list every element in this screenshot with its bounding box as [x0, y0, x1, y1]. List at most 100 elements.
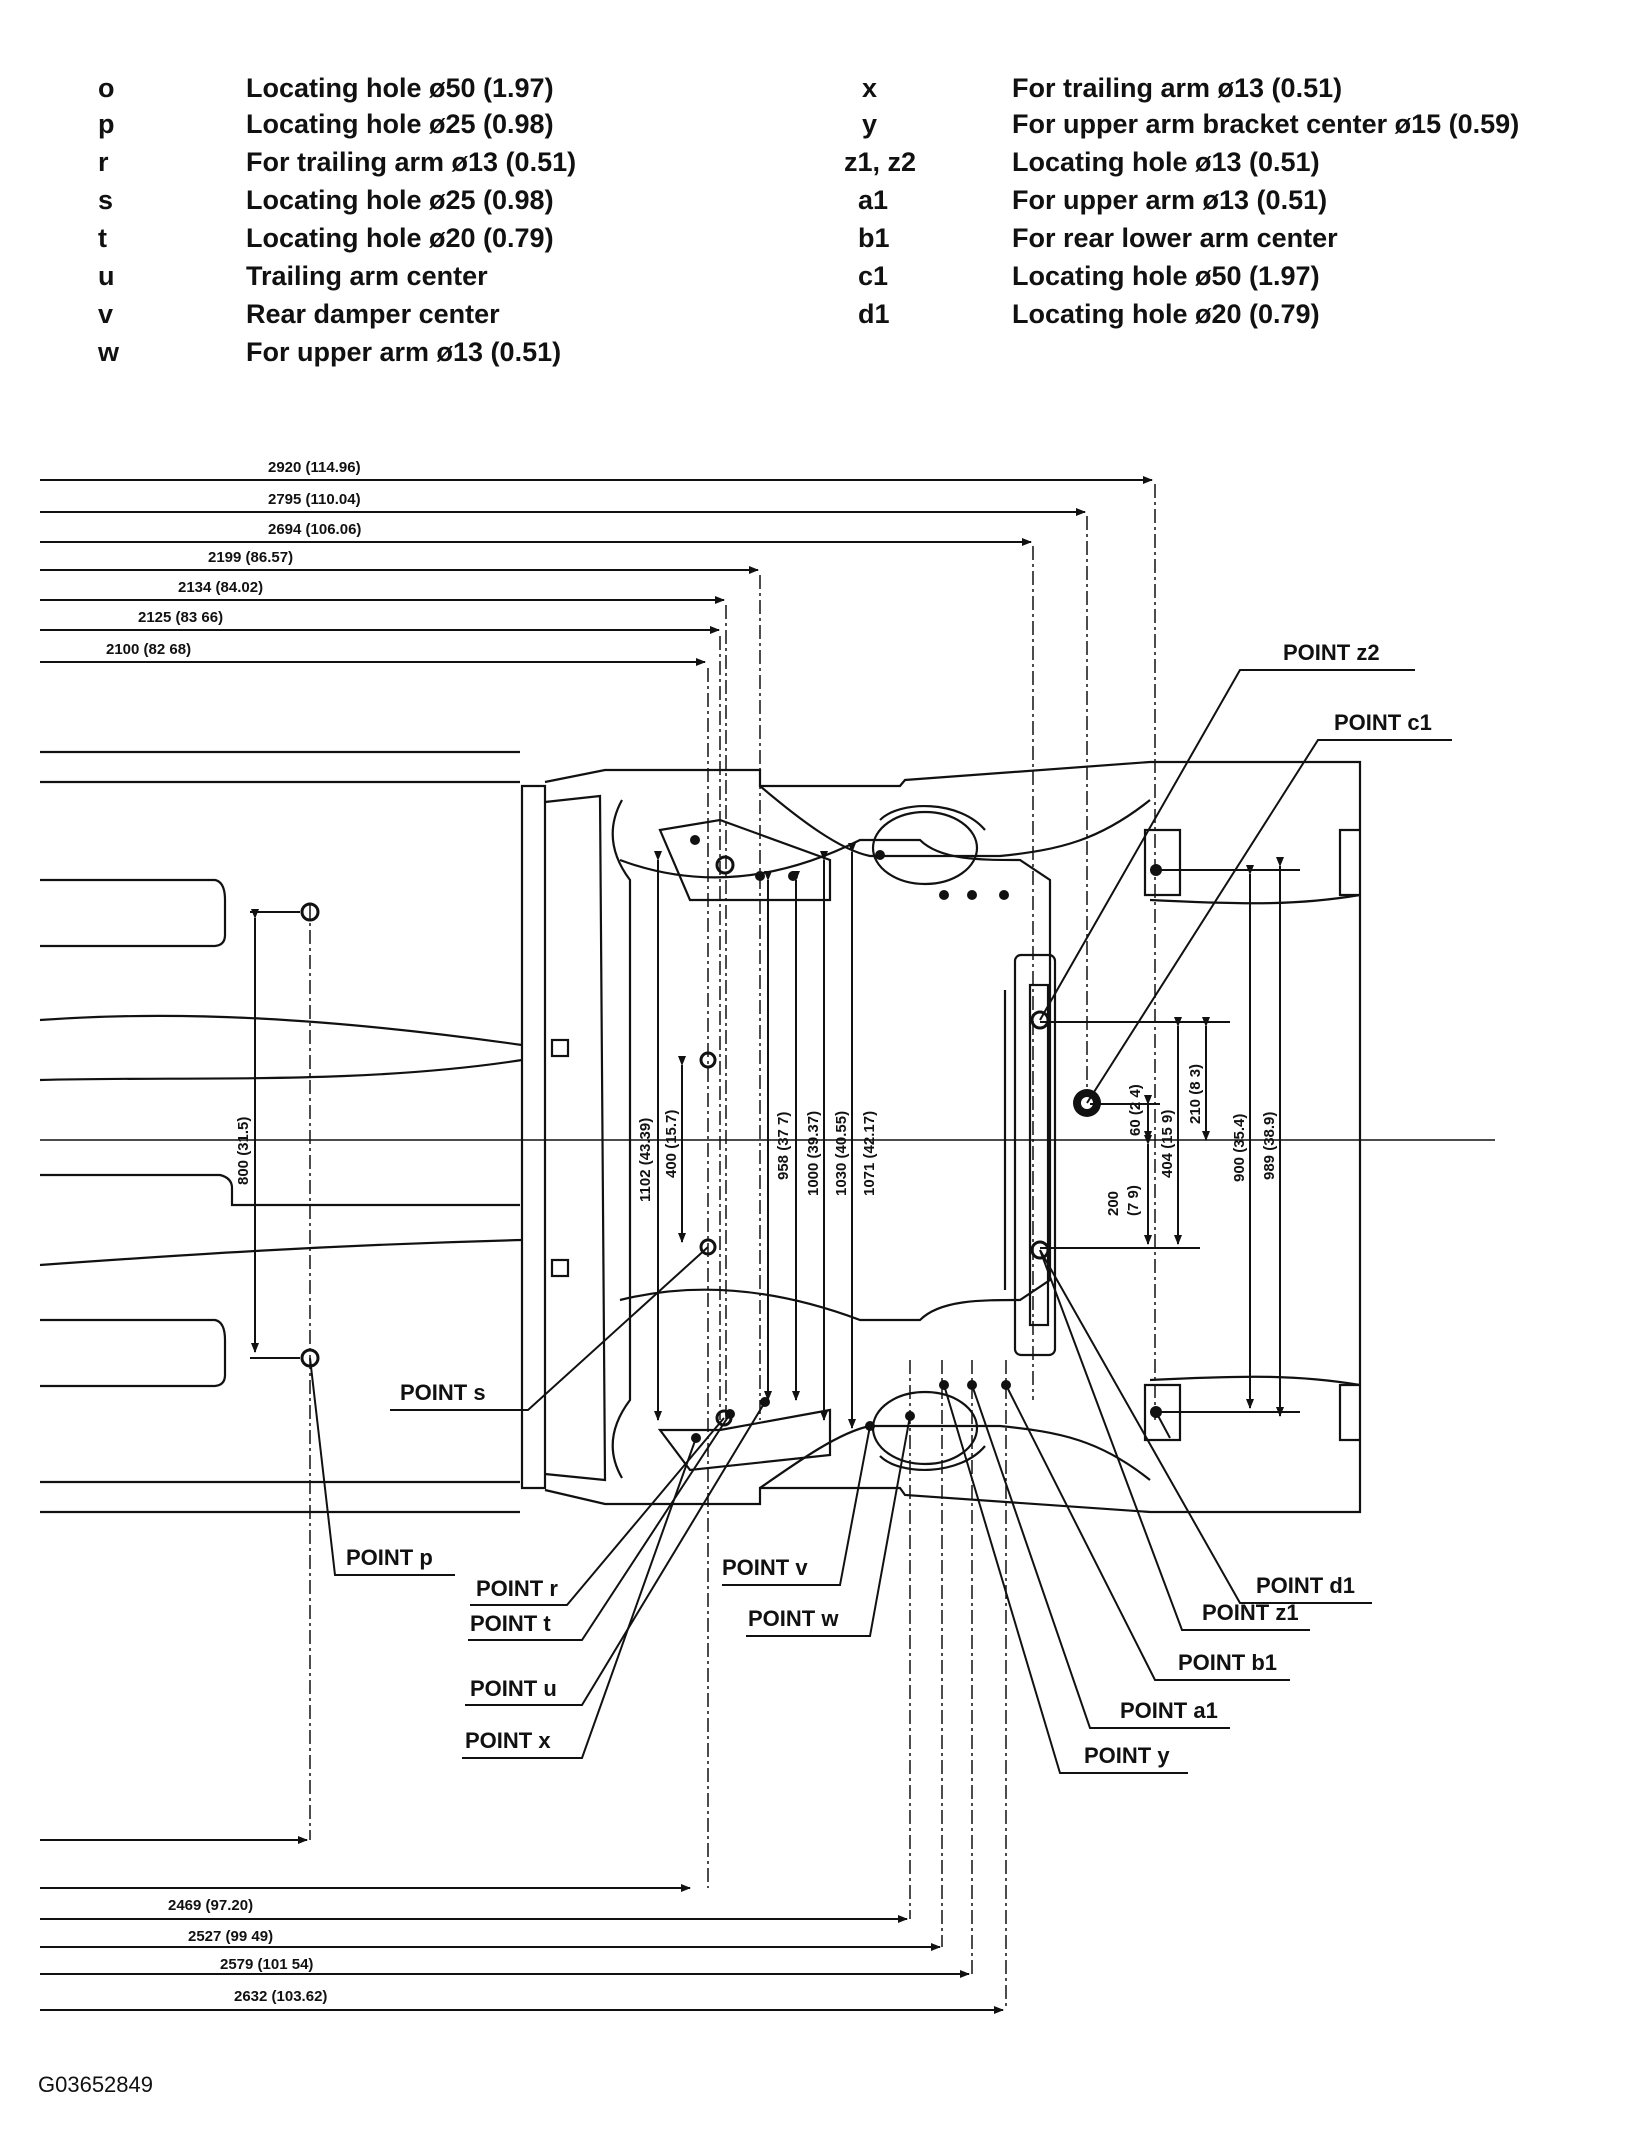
point-a1-label: POINT a1	[1120, 1698, 1218, 1723]
point-t-label: POINT t	[470, 1611, 551, 1636]
dim-1071-label: 1071 (42.17)	[861, 1111, 878, 1196]
legend-desc: Rear damper center	[246, 299, 500, 329]
hole-p-upper	[300, 902, 320, 922]
legend-row-w: w For upper arm ø13 (0.51)	[0, 336, 800, 368]
legend-key: p	[98, 109, 115, 139]
legend-key: t	[98, 223, 107, 253]
legend: o Locating hole ø50 (1.97) p Locating ho…	[0, 0, 1629, 380]
legend-key: v	[98, 299, 114, 329]
bottom-dimensions	[40, 1836, 1004, 2014]
legend-desc: Locating hole ø50 (1.97)	[246, 73, 554, 103]
legend-desc: Locating hole ø20 (0.79)	[246, 223, 554, 253]
dim-989-label: 989 (38.9)	[1261, 1112, 1278, 1180]
legend-key: d1	[858, 299, 890, 329]
point-y-label: POINT y	[1084, 1743, 1170, 1768]
dim-958-label: 958 (37 7)	[775, 1112, 792, 1180]
legend-row-p: p Locating hole ø25 (0.98)	[0, 108, 800, 140]
dim-2134-label: 2134 (84.02)	[178, 579, 263, 596]
dim-200-inch-label: (7 9)	[1125, 1185, 1142, 1216]
dim-2100-label: 2100 (82 68)	[106, 641, 191, 658]
legend-desc: Locating hole ø50 (1.97)	[1012, 261, 1320, 291]
legend-row-t: t Locating hole ø20 (0.79)	[0, 222, 800, 254]
point-z1-label: POINT z1	[1202, 1600, 1299, 1625]
legend-key: r	[98, 147, 109, 177]
legend-desc: Trailing arm center	[246, 261, 488, 291]
dim-2579-label: 2579 (101 54)	[220, 1956, 313, 1973]
legend-row-s: s Locating hole ø25 (0.98)	[0, 184, 800, 216]
legend-row-o: o Locating hole ø50 (1.97)	[0, 72, 800, 104]
legend-row-a1: a1 For upper arm ø13 (0.51)	[0, 184, 1629, 216]
legend-desc: For rear lower arm center	[1012, 223, 1338, 253]
dim-2795-label: 2795 (110.04)	[268, 491, 361, 508]
legend-key: a1	[858, 185, 889, 215]
legend-key: y	[862, 109, 878, 139]
point-w-label: POINT w	[748, 1606, 839, 1631]
dim-1102-label: 1102 (43.39)	[637, 1118, 654, 1202]
point-s-label: POINT s	[400, 1380, 486, 1405]
dim-2125-label: 2125 (83 66)	[138, 609, 223, 626]
top-dimension-labels: 2920 (114.96) 2795 (110.04) 2694 (106.06…	[106, 459, 361, 658]
body-outline	[39, 750, 1495, 1514]
dim-200-label: 200	[1105, 1191, 1122, 1216]
dim-2469-label: 2469 (97.20)	[168, 1897, 253, 1914]
hole-s-upper	[699, 1051, 717, 1069]
legend-row-d1: d1 Locating hole ø20 (0.79)	[0, 298, 1629, 330]
dim-2920-label: 2920 (114.96)	[268, 459, 361, 476]
legend-desc: Locating hole ø13 (0.51)	[1012, 147, 1320, 177]
dim-800-label: 800 (31.5)	[235, 1117, 252, 1185]
dim-2527-label: 2527 (99 49)	[188, 1928, 273, 1945]
point-c1-label: POINT c1	[1334, 710, 1432, 735]
bottom-dimension-labels: 2469 (97.20) 2527 (99 49) 2579 (101 54) …	[168, 1897, 327, 2005]
legend-key: b1	[858, 223, 890, 253]
legend-key: u	[98, 261, 115, 291]
hole-upper-trailing	[715, 855, 735, 875]
dim-2632-label: 2632 (103.62)	[234, 1988, 327, 2005]
point-labels: POINT z2 POINT c1 POINT s POINT p POINT …	[346, 640, 1432, 1768]
legend-desc: For upper arm bracket center ø15 (0.59)	[1012, 109, 1520, 139]
legend-desc: Locating hole ø25 (0.98)	[246, 109, 554, 139]
legend-key: z1, z2	[844, 147, 917, 177]
dim-210-label: 210 (8 3)	[1187, 1064, 1204, 1124]
dim-1030-label: 1030 (40.55)	[833, 1111, 850, 1196]
vertical-dimensions	[250, 843, 1300, 1429]
hole-z1	[1030, 1240, 1050, 1260]
legend-desc: For trailing arm ø13 (0.51)	[246, 147, 577, 177]
legend-key: c1	[858, 261, 889, 291]
hole-s	[699, 1238, 717, 1256]
hole-d1-upper	[1150, 864, 1162, 876]
point-p-label: POINT p	[346, 1545, 433, 1570]
figure-code: G03652849	[38, 2072, 153, 2097]
legend-row-r: r For trailing arm ø13 (0.51)	[0, 146, 800, 178]
legend-desc: Locating hole ø20 (0.79)	[1012, 299, 1320, 329]
dim-900-label: 900 (35.4)	[1231, 1114, 1248, 1182]
dim-60-label: 60 (2 4)	[1127, 1084, 1144, 1136]
leader-lines	[309, 669, 1452, 1774]
point-r-label: POINT r	[476, 1576, 558, 1601]
point-v-label: POINT v	[722, 1555, 808, 1580]
legend-key: s	[98, 185, 114, 215]
legend-key: o	[98, 73, 115, 103]
dim-404-label: 404 (15 9)	[1159, 1110, 1176, 1178]
dim-400-label: 400 (15.7)	[663, 1110, 680, 1178]
legend-row-v: v Rear damper center	[0, 298, 800, 330]
legend-row-z: z1, z2 Locating hole ø13 (0.51)	[0, 146, 1629, 178]
legend-key: x	[862, 73, 878, 103]
legend-key: w	[98, 337, 120, 367]
legend-row-b1: b1 For rear lower arm center	[0, 222, 1629, 254]
legend-desc: Locating hole ø25 (0.98)	[246, 185, 554, 215]
legend-row-y: y For upper arm bracket center ø15 (0.59…	[0, 108, 1629, 140]
legend-desc: For upper arm ø13 (0.51)	[1012, 185, 1328, 215]
top-dimensions	[40, 476, 1153, 666]
point-x-label: POINT x	[465, 1728, 551, 1753]
point-d1-label: POINT d1	[1256, 1573, 1355, 1598]
point-b1-label: POINT b1	[1178, 1650, 1277, 1675]
extension-lines	[309, 484, 1156, 2010]
dim-2199-label: 2199 (86.57)	[208, 549, 293, 566]
point-u-label: POINT u	[470, 1676, 557, 1701]
vertical-dimension-labels: 800 (31.5) 1102 (43.39) 400 (15.7) 958 (…	[235, 1064, 1278, 1216]
dim-2694-label: 2694 (106.06)	[268, 521, 361, 538]
legend-row-u: u Trailing arm center	[0, 260, 800, 292]
hole-z2	[1030, 1010, 1050, 1030]
legend-row-c1: c1 Locating hole ø50 (1.97)	[0, 260, 1629, 292]
